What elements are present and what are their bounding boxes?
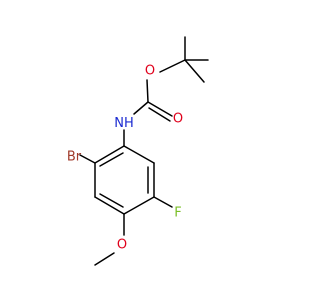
atom-label-fluorine: F <box>174 206 181 221</box>
nitrogen-symbol: N <box>114 116 124 131</box>
ring-bond-4-inner <box>99 193 124 208</box>
ring-bond-4 <box>94 196 125 215</box>
atom-label-ester-oxygen: O <box>145 64 155 79</box>
ring-bond-6-inner <box>99 152 124 167</box>
bond-carbonyl-nitrogen <box>133 101 149 115</box>
ring-bond-3 <box>123 196 155 215</box>
bond-ring-fluorine <box>153 196 173 208</box>
bond-ester-oxygen-carbonyl <box>146 79 149 103</box>
molecule-diagram: NH O O Br F O <box>67 36 209 266</box>
atom-label-carbonyl-oxygen: O <box>173 112 183 127</box>
atom-label-bromine: Br <box>67 150 82 165</box>
bond-tbu-ester-oxygen <box>159 59 186 73</box>
bond-carbonyl-oxygen-1 <box>147 101 173 117</box>
ring-bond-6 <box>94 145 125 164</box>
bond-methoxy-oxygen-methyl <box>94 252 115 266</box>
ring-bond-1 <box>123 145 155 164</box>
atom-label-nitrogen-h: NH <box>114 116 134 131</box>
bond-carbonyl-oxygen-2 <box>148 107 171 122</box>
bond-tbu-methyl-bottom <box>184 59 205 83</box>
nitrogen-hydrogen: H <box>124 116 134 131</box>
atom-label-methoxy-oxygen: O <box>117 238 127 253</box>
bond-ring-bromine <box>79 154 96 164</box>
